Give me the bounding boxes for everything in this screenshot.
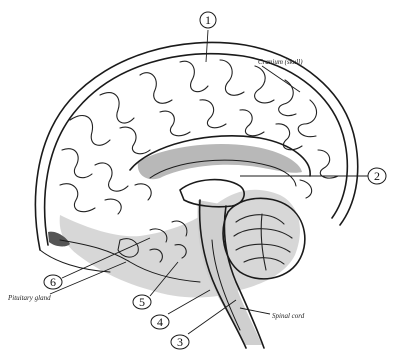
cerebrum-gyri bbox=[60, 60, 338, 214]
leader-skull bbox=[262, 66, 300, 92]
leader-pituitary bbox=[50, 262, 126, 294]
marker-5-text: 5 bbox=[139, 295, 145, 309]
label-skull: Cranium (skull) bbox=[258, 58, 303, 66]
marker-1-text: 1 bbox=[205, 13, 211, 27]
label-spinal-cord: Spinal cord bbox=[272, 312, 305, 320]
marker-6: 6 bbox=[44, 275, 62, 289]
marker-4: 4 bbox=[151, 315, 169, 329]
marker-3-text: 3 bbox=[177, 335, 183, 349]
corpus-callosum bbox=[138, 144, 302, 179]
leader-3 bbox=[188, 300, 236, 334]
marker-6-text: 6 bbox=[50, 275, 56, 289]
marker-4-text: 4 bbox=[157, 315, 163, 329]
marker-1: 1 bbox=[200, 12, 216, 28]
marker-2: 2 bbox=[368, 168, 386, 184]
marker-2-text: 2 bbox=[374, 169, 380, 183]
marker-3: 3 bbox=[171, 335, 189, 349]
label-pituitary: Pituitary gland bbox=[7, 294, 51, 302]
leader-1 bbox=[206, 30, 208, 62]
marker-5: 5 bbox=[133, 295, 151, 309]
lower-brain-shade bbox=[60, 190, 300, 298]
